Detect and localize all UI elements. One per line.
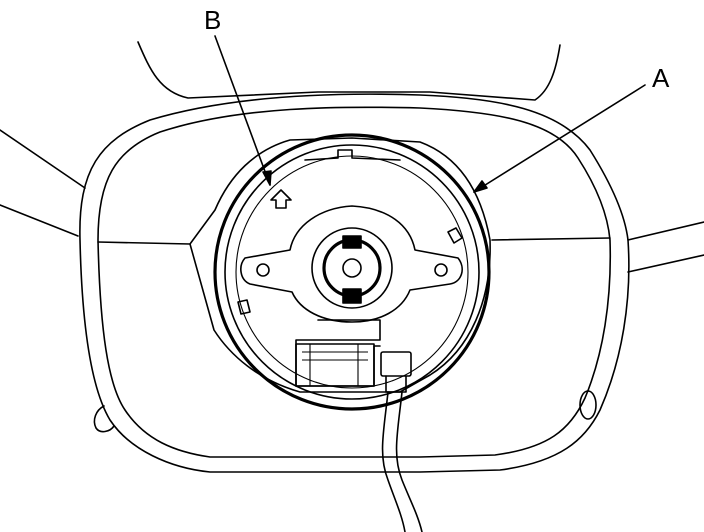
callout-a-arrowhead (473, 180, 488, 193)
left-lower-clip (237, 299, 251, 315)
right-spoke-lower (627, 254, 704, 273)
callout-b-leader (214, 35, 271, 186)
wheel-hub-inner (97, 106, 612, 458)
callout-label-b: B (204, 5, 222, 35)
callout-label-a: A (652, 63, 670, 93)
center-boss-plate (240, 205, 463, 323)
wire-harness-second (395, 391, 423, 532)
rotor-top-notch (304, 149, 401, 161)
connector-housing (295, 319, 381, 387)
spoke-seam-right (491, 237, 611, 241)
shaft-outer-collar (311, 227, 393, 309)
boss-left-bolt-hole (256, 263, 270, 277)
harness-plug (380, 351, 412, 377)
connector-body (295, 343, 375, 387)
cable-reel-outer-ring (213, 133, 491, 411)
wire-harness (381, 391, 406, 532)
left-spoke-upper (0, 129, 86, 189)
cable-reel-rotor (235, 155, 469, 389)
spoke-seam-left (97, 241, 191, 245)
alignment-arrow-mark (270, 189, 292, 209)
shaft-key-top (342, 235, 362, 249)
shaft-bore (342, 258, 362, 278)
right-side-button (579, 390, 597, 420)
right-spoke-upper (627, 221, 704, 241)
lower-left-tab (93, 405, 115, 433)
boss-right-bolt-hole (434, 263, 448, 277)
upper-column-cover (137, 41, 561, 101)
shaft-key-bottom (342, 288, 362, 304)
callout-b-arrowhead (262, 170, 272, 186)
callout-a-leader (473, 84, 646, 193)
plug-latch (385, 375, 407, 393)
wheel-hub-outer (79, 93, 630, 473)
cable-reel-inner-ring (224, 144, 480, 400)
left-spoke-lower (0, 204, 79, 237)
connector-ribs (302, 344, 368, 386)
right-clip (447, 227, 463, 244)
